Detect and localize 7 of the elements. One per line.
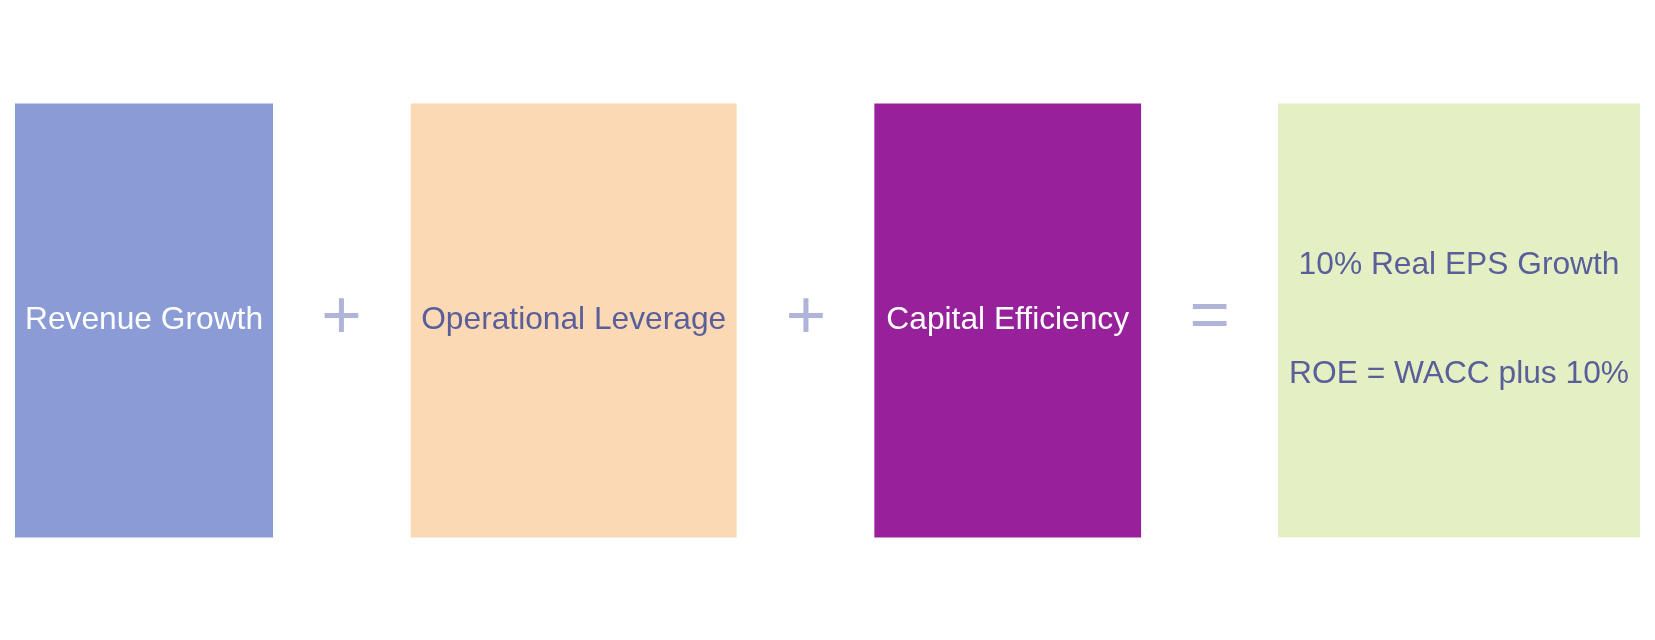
label: = bbox=[1189, 274, 1230, 353]
label: + bbox=[785, 274, 827, 353]
label: + bbox=[321, 274, 362, 353]
node-box: Capital Efficiency bbox=[872, 101, 1143, 539]
node-box: 10% Real EPS Growth ROE = WACC plus 10% bbox=[1276, 101, 1642, 539]
node-box: Operational Leverage bbox=[409, 101, 739, 539]
node-box: Revenue Growth bbox=[13, 101, 275, 539]
